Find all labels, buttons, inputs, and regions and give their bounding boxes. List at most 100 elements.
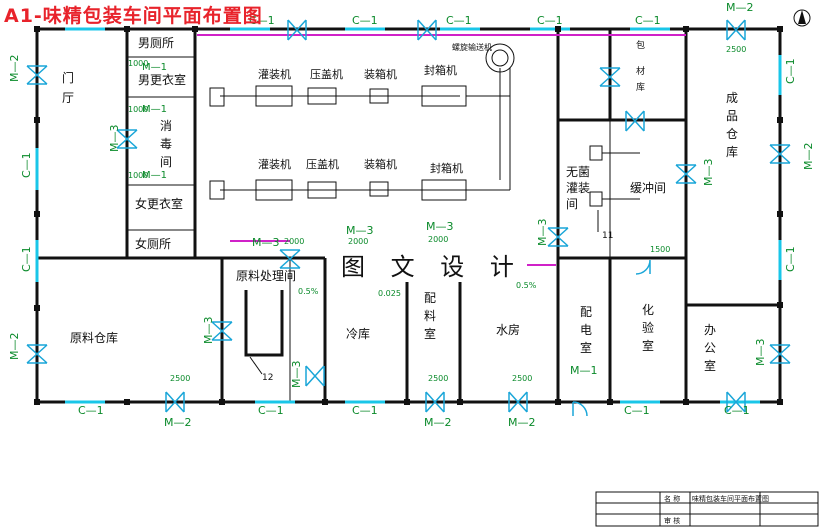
- finished-label-1: 成: [726, 91, 738, 105]
- tag-c1: C—1: [537, 14, 563, 27]
- tag-c1: C—1: [784, 246, 797, 272]
- tag-m1: M—1: [142, 170, 167, 181]
- columns: [34, 26, 783, 405]
- tag-m2: M—2: [8, 333, 21, 361]
- room-labels: 男厕所 男更衣室 消 毒 间 女更衣室 女厕所 门 厅 包 材 库 成 品 仓 …: [62, 36, 738, 373]
- tag-m2: M—2: [424, 416, 452, 429]
- men-locker-label: 男更衣室: [138, 72, 186, 87]
- dim-2000: 2000: [428, 235, 448, 244]
- dim-2000: 2000: [348, 237, 368, 246]
- line2-filler: 灌装机: [258, 157, 291, 171]
- lab-label-2: 验: [642, 320, 654, 335]
- tag-c1: C—1: [624, 404, 650, 417]
- tag-m1: M—1: [142, 62, 167, 73]
- doors: [26, 19, 791, 417]
- tag-c1: C—1: [20, 246, 33, 272]
- title-block-name-label: 名 称: [664, 494, 680, 503]
- title-block: [595, 491, 819, 527]
- men-toilet-label: 男厕所: [138, 36, 174, 50]
- tag-m3: M—3: [754, 339, 767, 367]
- buffer-label: 缓冲间: [630, 180, 666, 195]
- packaging-label-3: 库: [636, 81, 645, 93]
- lab-label-1: 化: [642, 303, 654, 317]
- north-arrow-icon: [793, 9, 811, 27]
- windows: [35, 27, 782, 404]
- finished-label-3: 仓: [726, 127, 738, 141]
- dim-2500: 2500: [428, 374, 448, 383]
- disinfect-label-2: 毒: [160, 137, 172, 151]
- lab-label-3: 室: [642, 338, 654, 353]
- slope-label: 0.5%: [516, 281, 537, 290]
- women-locker-label: 女更衣室: [135, 196, 183, 211]
- tag-m3: M—3: [252, 236, 280, 249]
- line1-boxer: 装箱机: [364, 67, 397, 81]
- title-block-drawing-name: 味精包装车间平面布置图: [692, 494, 769, 503]
- sterile-label-3: 间: [566, 197, 578, 211]
- dim-1500: 1500: [650, 245, 670, 254]
- tag-m2: M—2: [802, 143, 815, 171]
- title-block-text: 名 称 味精包装车间平面布置图 审 核: [664, 494, 769, 525]
- raw-process-label: 原料处理间: [236, 269, 296, 283]
- finished-label-2: 品: [726, 109, 738, 123]
- batching-label-2: 料: [424, 309, 436, 323]
- water-room-label: 水房: [496, 322, 520, 337]
- equipment-labels: 灌装机 压盖机 装箱机 封箱机 灌装机 压盖机 装箱机 封箱机 螺旋输送机: [258, 42, 492, 175]
- line2-capper: 压盖机: [306, 157, 339, 171]
- tag-m2: M—2: [726, 1, 754, 14]
- line1-capper: 压盖机: [310, 67, 343, 81]
- dim-1000: 1000: [128, 171, 148, 180]
- tag-m3: M—3: [536, 219, 549, 247]
- tag-m3: M—3: [702, 159, 715, 187]
- office-label-3: 室: [704, 358, 716, 373]
- tag-m3: M—3: [346, 224, 374, 237]
- dim-2000: 2000: [284, 237, 304, 246]
- tag-c1: C—1: [352, 14, 378, 27]
- vertical-tags: M—2 C—1 C—1 M—2 M—3 C—1 M—2 C—1 M—3 M—3 …: [8, 55, 815, 389]
- power-label-2: 电: [580, 323, 592, 337]
- hall-label-2: 厅: [62, 91, 74, 105]
- tag-c1: C—1: [635, 14, 661, 27]
- women-toilet-label: 女厕所: [135, 236, 171, 251]
- disinfect-label-3: 间: [160, 155, 172, 169]
- sterile-label-1: 无菌: [566, 165, 590, 179]
- line1-sealer: 封箱机: [424, 63, 457, 77]
- finished-label-4: 库: [726, 144, 738, 159]
- power-label-1: 配: [580, 305, 592, 319]
- tag-c1: C—1: [724, 404, 750, 417]
- watermark-brand: 图 文 设 计: [337, 247, 527, 282]
- tag-m3: M—3: [108, 125, 121, 153]
- disinfect-label-1: 消: [160, 119, 172, 133]
- tag-m3: M—3: [290, 361, 303, 389]
- power-label-3: 室: [580, 340, 592, 355]
- equipment-number: 12: [262, 373, 273, 383]
- tag-m1: M—1: [570, 364, 598, 377]
- tag-c1: C—1: [446, 14, 472, 27]
- cold-store-label: 冷库: [346, 326, 370, 341]
- door-window-tags: C—1 C—1 C—1 C—1 C—1 M—2 C—1 C—1 C—1 C—1 …: [78, 1, 754, 429]
- dim-2500: 2500: [726, 45, 746, 54]
- tag-m1: M—1: [142, 104, 167, 115]
- tag-c1: C—1: [249, 14, 275, 27]
- tag-m3: M—3: [202, 317, 215, 345]
- batching-label-1: 配: [424, 291, 436, 305]
- raw-store-label: 原料仓库: [70, 330, 118, 345]
- page-title: A1-味精包装车间平面布置图: [4, 5, 263, 27]
- dim-2500: 2500: [170, 374, 190, 383]
- packaging-label-2: 材: [636, 65, 645, 77]
- equipment-number: 11: [602, 231, 613, 241]
- bottle-sorter-label: 螺旋输送机: [452, 42, 492, 52]
- tag-c1: C—1: [258, 404, 284, 417]
- packaging-label-1: 包: [636, 39, 645, 51]
- tag-c1: C—1: [352, 404, 378, 417]
- tag-c1: C—1: [78, 404, 104, 417]
- tag-c1: C—1: [20, 152, 33, 178]
- sterile-label-2: 灌装: [566, 181, 590, 195]
- tag-m2: M—2: [164, 416, 192, 429]
- hall-label-1: 门: [62, 70, 74, 85]
- tag-m2: M—2: [508, 416, 536, 429]
- tag-m3: M—3: [426, 220, 454, 233]
- slope-label: 0.5%: [298, 287, 319, 296]
- interior-walls: [37, 29, 780, 402]
- dim-2500: 2500: [512, 374, 532, 383]
